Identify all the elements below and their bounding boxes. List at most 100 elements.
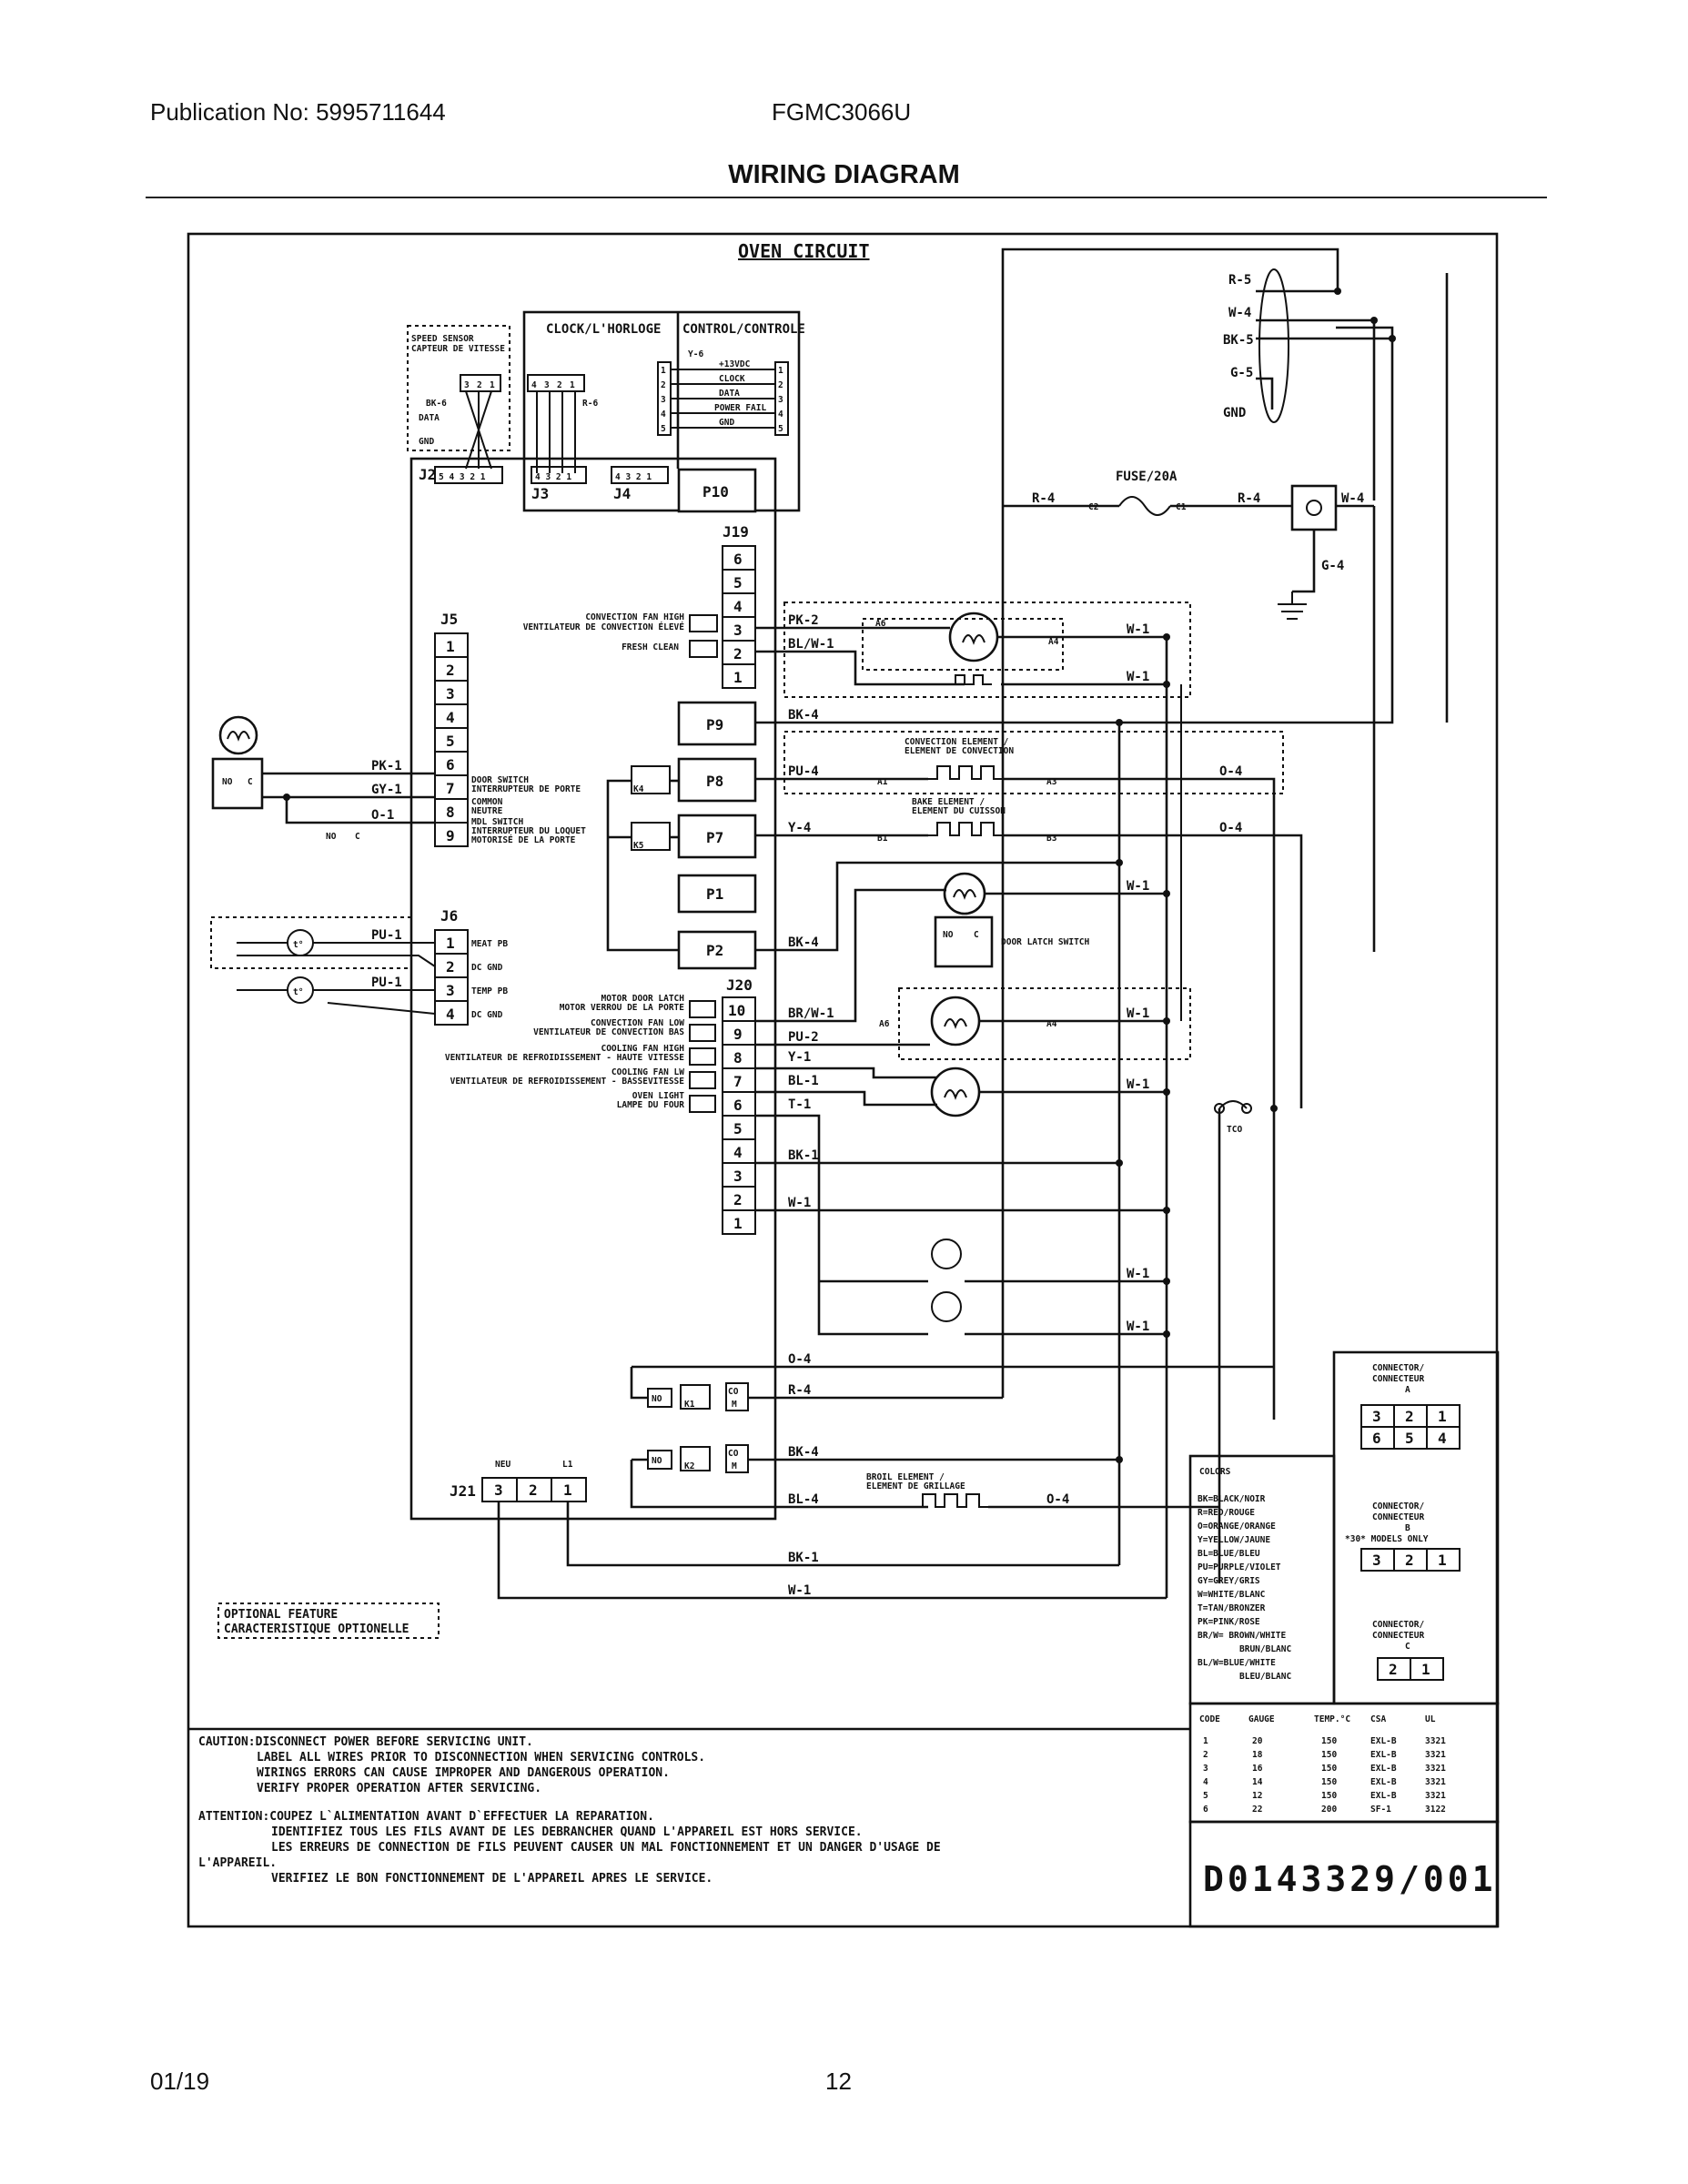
tco-label: TCO <box>1227 1125 1242 1135</box>
conv-element-box <box>783 731 1284 794</box>
clock-label: CLOCK/L'HORLOGE <box>546 322 661 337</box>
svg-text:T=TAN/BRONZER: T=TAN/BRONZER <box>1198 1603 1266 1613</box>
common-label: COMMON <box>471 797 503 807</box>
j19-conv-fan-high-fr: VENTILATEUR DE CONVECTION ÉLEVÉ <box>523 622 685 632</box>
door-latch-switch-box <box>934 915 994 968</box>
wire-r4-top: R-4 <box>1032 491 1055 506</box>
j20-motor-latch: MOTOR DOOR LATCH <box>601 994 684 1004</box>
ctrl-signal-power-fail: POWER FAIL <box>714 403 766 413</box>
svg-text:9: 9 <box>733 1026 743 1043</box>
term-b1: B1 <box>877 834 888 844</box>
connector-b-letter: B <box>1405 1523 1410 1533</box>
mdl-no: NO <box>326 832 337 842</box>
svg-text:5 4 3 2 1: 5 4 3 2 1 <box>439 472 486 482</box>
speed-sensor-box <box>407 325 510 451</box>
wire-pk1: PK-1 <box>371 759 402 774</box>
j20-oven-light: OVEN LIGHT <box>632 1091 684 1101</box>
gauge-cell: 1 <box>1203 1736 1208 1746</box>
wire-w1-h: W-1 <box>1127 1320 1149 1334</box>
svg-text:BR/W= BROWN/WHITE: BR/W= BROWN/WHITE <box>1198 1631 1287 1641</box>
connector-b-note: *30* MODELS ONLY <box>1345 1534 1429 1544</box>
j4-connector <box>611 466 669 484</box>
speed-sensor-label: SPEED SENSOR <box>411 334 474 344</box>
broil-element-label-fr: ELEMENT DE GRILLAGE <box>866 1481 965 1491</box>
j4-label: J4 <box>613 485 631 502</box>
wire-o4-d: O-4 <box>1046 1492 1069 1507</box>
svg-text:6: 6 <box>446 756 455 774</box>
wire-r5: R-5 <box>1228 273 1251 288</box>
ctrl-signal-clock: CLOCK <box>719 374 745 384</box>
svg-text:O=ORANGE/ORANGE: O=ORANGE/ORANGE <box>1198 1522 1276 1532</box>
k2-relay <box>680 1446 711 1471</box>
svg-text:6: 6 <box>733 551 743 568</box>
svg-text:CODE: CODE <box>1199 1714 1220 1724</box>
k1-label: K1 <box>684 1400 695 1410</box>
tco-icon <box>1218 1100 1248 1109</box>
k1-nd: NO <box>652 1394 662 1404</box>
r6-label: R-6 <box>582 399 598 409</box>
terminal-block <box>1290 484 1338 531</box>
svg-text:7: 7 <box>733 1073 743 1090</box>
j19-conv-fan-high: CONVECTION FAN HIGH <box>585 612 684 622</box>
svg-text:3: 3 <box>733 1168 743 1185</box>
gauge-cell: 20 <box>1252 1736 1263 1746</box>
fuse-icon <box>1118 496 1171 516</box>
gauge-cell: EXL-B <box>1370 1750 1397 1760</box>
svg-text:4: 4 <box>733 598 743 615</box>
door-switch-no: NO <box>222 777 233 787</box>
conv-fan-high-box <box>783 602 1191 698</box>
svg-text:GY=GREY/GRIS: GY=GREY/GRIS <box>1198 1576 1260 1586</box>
optional-feature-label-fr: CARACTERISTIQUE OPTIONELLE <box>224 1623 409 1636</box>
ctrl-signal-gnd: GND <box>719 418 734 428</box>
svg-text:VERIFIEZ LE BON FONCTIONNEMENT: VERIFIEZ LE BON FONCTIONNEMENT DE L'APPA… <box>271 1872 713 1886</box>
wire-g5: G-5 <box>1230 366 1253 380</box>
svg-text:7: 7 <box>446 780 455 797</box>
speed-sensor-label-fr: CAPTEUR DE VITESSE <box>411 344 505 354</box>
term-a4-b: A4 <box>1046 1019 1057 1029</box>
k5-label: K5 <box>633 841 644 851</box>
j6-dc-gnd: DC GND <box>471 963 503 973</box>
mdl-switch-label: MDL SWITCH <box>471 817 523 827</box>
svg-text:t°: t° <box>293 940 303 950</box>
svg-text:4: 4 <box>446 1006 455 1023</box>
term-c2: C2 <box>1088 502 1098 512</box>
gauge-cell: 3321 <box>1425 1736 1446 1746</box>
svg-text:2: 2 <box>661 380 666 390</box>
svg-text:3: 3 <box>661 395 666 405</box>
broil-element <box>914 1493 988 1508</box>
doc-number-box <box>1188 1820 1500 1928</box>
svg-text:BLEU/BLANC: BLEU/BLANC <box>1239 1672 1291 1682</box>
j3-connector <box>531 466 587 484</box>
gauge-cell: 5 <box>1203 1791 1208 1801</box>
j19-label: J19 <box>723 523 749 541</box>
j20-conv-fan-low: CONVECTION FAN LOW <box>591 1018 684 1028</box>
j2-label: J2 <box>419 466 436 483</box>
gauge-cell: 3321 <box>1425 1791 1446 1801</box>
k1-co: CO <box>728 1387 739 1397</box>
k2-m: M <box>732 1461 737 1471</box>
svg-text:1: 1 <box>570 380 575 390</box>
clock-control-box <box>522 310 801 512</box>
svg-text:BRUN/BLANC: BRUN/BLANC <box>1239 1644 1291 1654</box>
svg-text:1: 1 <box>733 1215 743 1232</box>
door-switch-label: DOOR SWITCH <box>471 775 529 785</box>
k1-nd-box <box>647 1388 672 1408</box>
doc-number: D0143329/001 <box>1203 1859 1497 1899</box>
mdl-switch-label-fr1: INTERRUPTEUR DU LOQUET <box>471 826 586 836</box>
svg-text:1: 1 <box>490 380 495 390</box>
wire-bk1: BK-1 <box>788 1148 819 1163</box>
optional-feature-label: OPTIONAL FEATURE <box>224 1608 338 1622</box>
gauge-cell: 22 <box>1252 1805 1262 1815</box>
page-title: WIRING DIAGRAM <box>728 160 960 189</box>
svg-text:2: 2 <box>778 380 783 390</box>
svg-text:5: 5 <box>778 424 783 434</box>
gauge-cell: 3321 <box>1425 1764 1446 1774</box>
wire-pu4: PU-4 <box>788 764 819 779</box>
wire-o4-c: O-4 <box>788 1352 811 1367</box>
latch-c: C <box>974 930 979 940</box>
